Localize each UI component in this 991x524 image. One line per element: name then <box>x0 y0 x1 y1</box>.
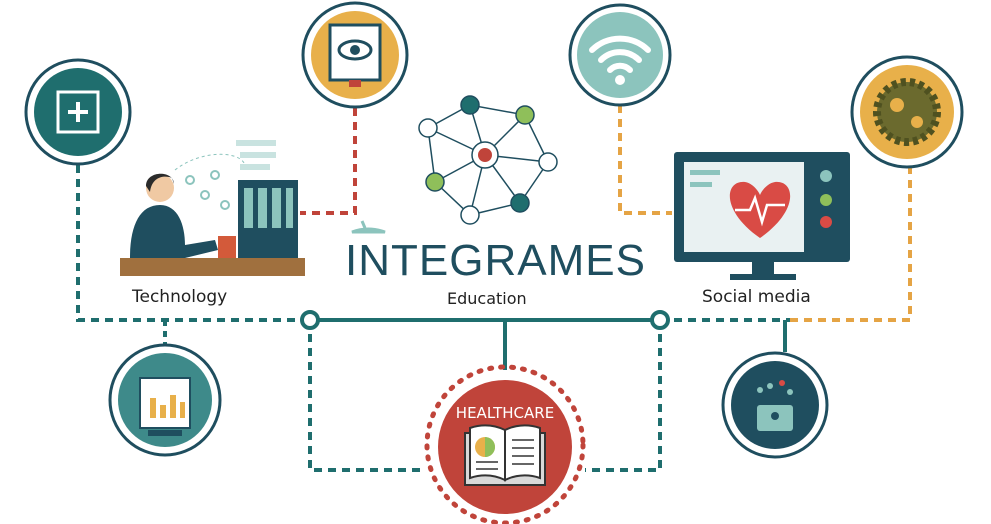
medical-plus-icon[interactable] <box>24 58 132 166</box>
page-title: INTEGRAMES <box>345 236 646 285</box>
title-accent-decoration <box>351 220 386 234</box>
wifi-icon[interactable] <box>568 3 672 107</box>
label-social-media: Social media <box>702 287 811 307</box>
label-technology: Technology <box>132 287 228 307</box>
network-graph <box>418 95 558 225</box>
junction-dot <box>650 310 670 330</box>
gear-icon[interactable] <box>850 55 964 169</box>
junction-dot <box>300 310 320 330</box>
connectors <box>76 105 912 472</box>
healthcare-book-icon[interactable] <box>424 364 586 524</box>
healthcare-label: HEALTHCARE <box>456 404 554 422</box>
chart-monitor-icon[interactable] <box>108 343 222 457</box>
person-at-computer-illustration <box>120 140 305 276</box>
heart-monitor-illustration <box>674 152 850 280</box>
lock-icon[interactable] <box>721 351 829 459</box>
label-education: Education <box>447 289 527 308</box>
eye-monitor-icon[interactable] <box>301 1 409 109</box>
